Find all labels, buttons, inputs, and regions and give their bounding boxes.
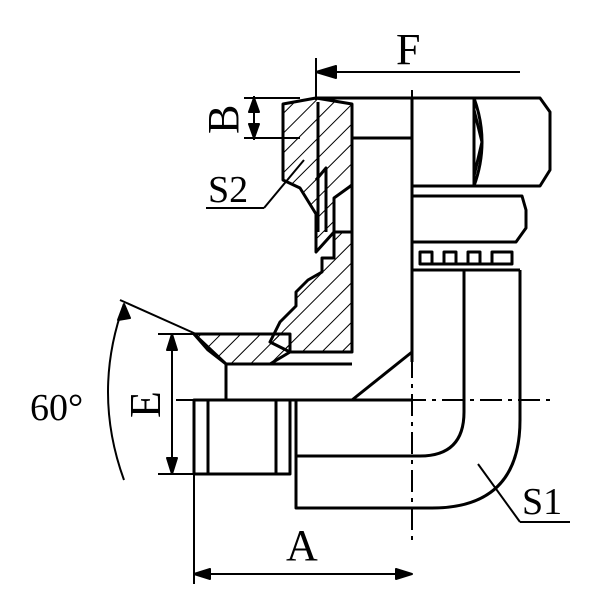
label-60-deg: 60°	[30, 387, 83, 429]
angle-60	[107, 299, 197, 481]
label-B: B	[199, 105, 248, 134]
dim-A-arrow-left	[193, 568, 211, 580]
leader-S1	[477, 463, 570, 523]
leader-S2-line	[263, 159, 305, 209]
dim-F-arrow	[315, 65, 337, 79]
elbow-inner-corner	[351, 350, 413, 402]
dim-A-arrow-right	[395, 568, 413, 580]
elbow-inner	[296, 270, 466, 458]
label-S2: S2	[208, 169, 248, 211]
male-stud	[192, 332, 352, 476]
dim-B-arrow-top	[248, 97, 260, 113]
dim-B-arrow-bot	[248, 123, 260, 139]
nut-section	[281, 96, 354, 254]
angle-arc	[107, 303, 125, 481]
nut-outer	[316, 96, 552, 266]
collar	[412, 194, 528, 244]
nut-seat	[314, 166, 328, 232]
dimension-E	[158, 333, 196, 475]
label-F: F	[396, 25, 420, 74]
center-lines	[176, 90, 550, 540]
dimension-B	[244, 96, 300, 140]
label-E: E	[121, 391, 170, 418]
label-A: A	[286, 521, 318, 570]
leader-S2	[206, 159, 305, 209]
elbow-outer	[294, 270, 522, 510]
label-S1: S1	[522, 481, 562, 523]
dim-E-arrow-top	[166, 333, 178, 351]
knurl	[418, 250, 514, 266]
dim-E-arrow-bot	[166, 457, 178, 475]
dimension-A	[193, 474, 413, 584]
angle-ext	[119, 299, 197, 335]
dimension-F	[315, 58, 520, 100]
elbow-tube	[294, 268, 522, 510]
leader-S1-line	[477, 463, 521, 523]
nut-hex-flat	[472, 109, 484, 177]
angle-arrow	[117, 303, 131, 321]
